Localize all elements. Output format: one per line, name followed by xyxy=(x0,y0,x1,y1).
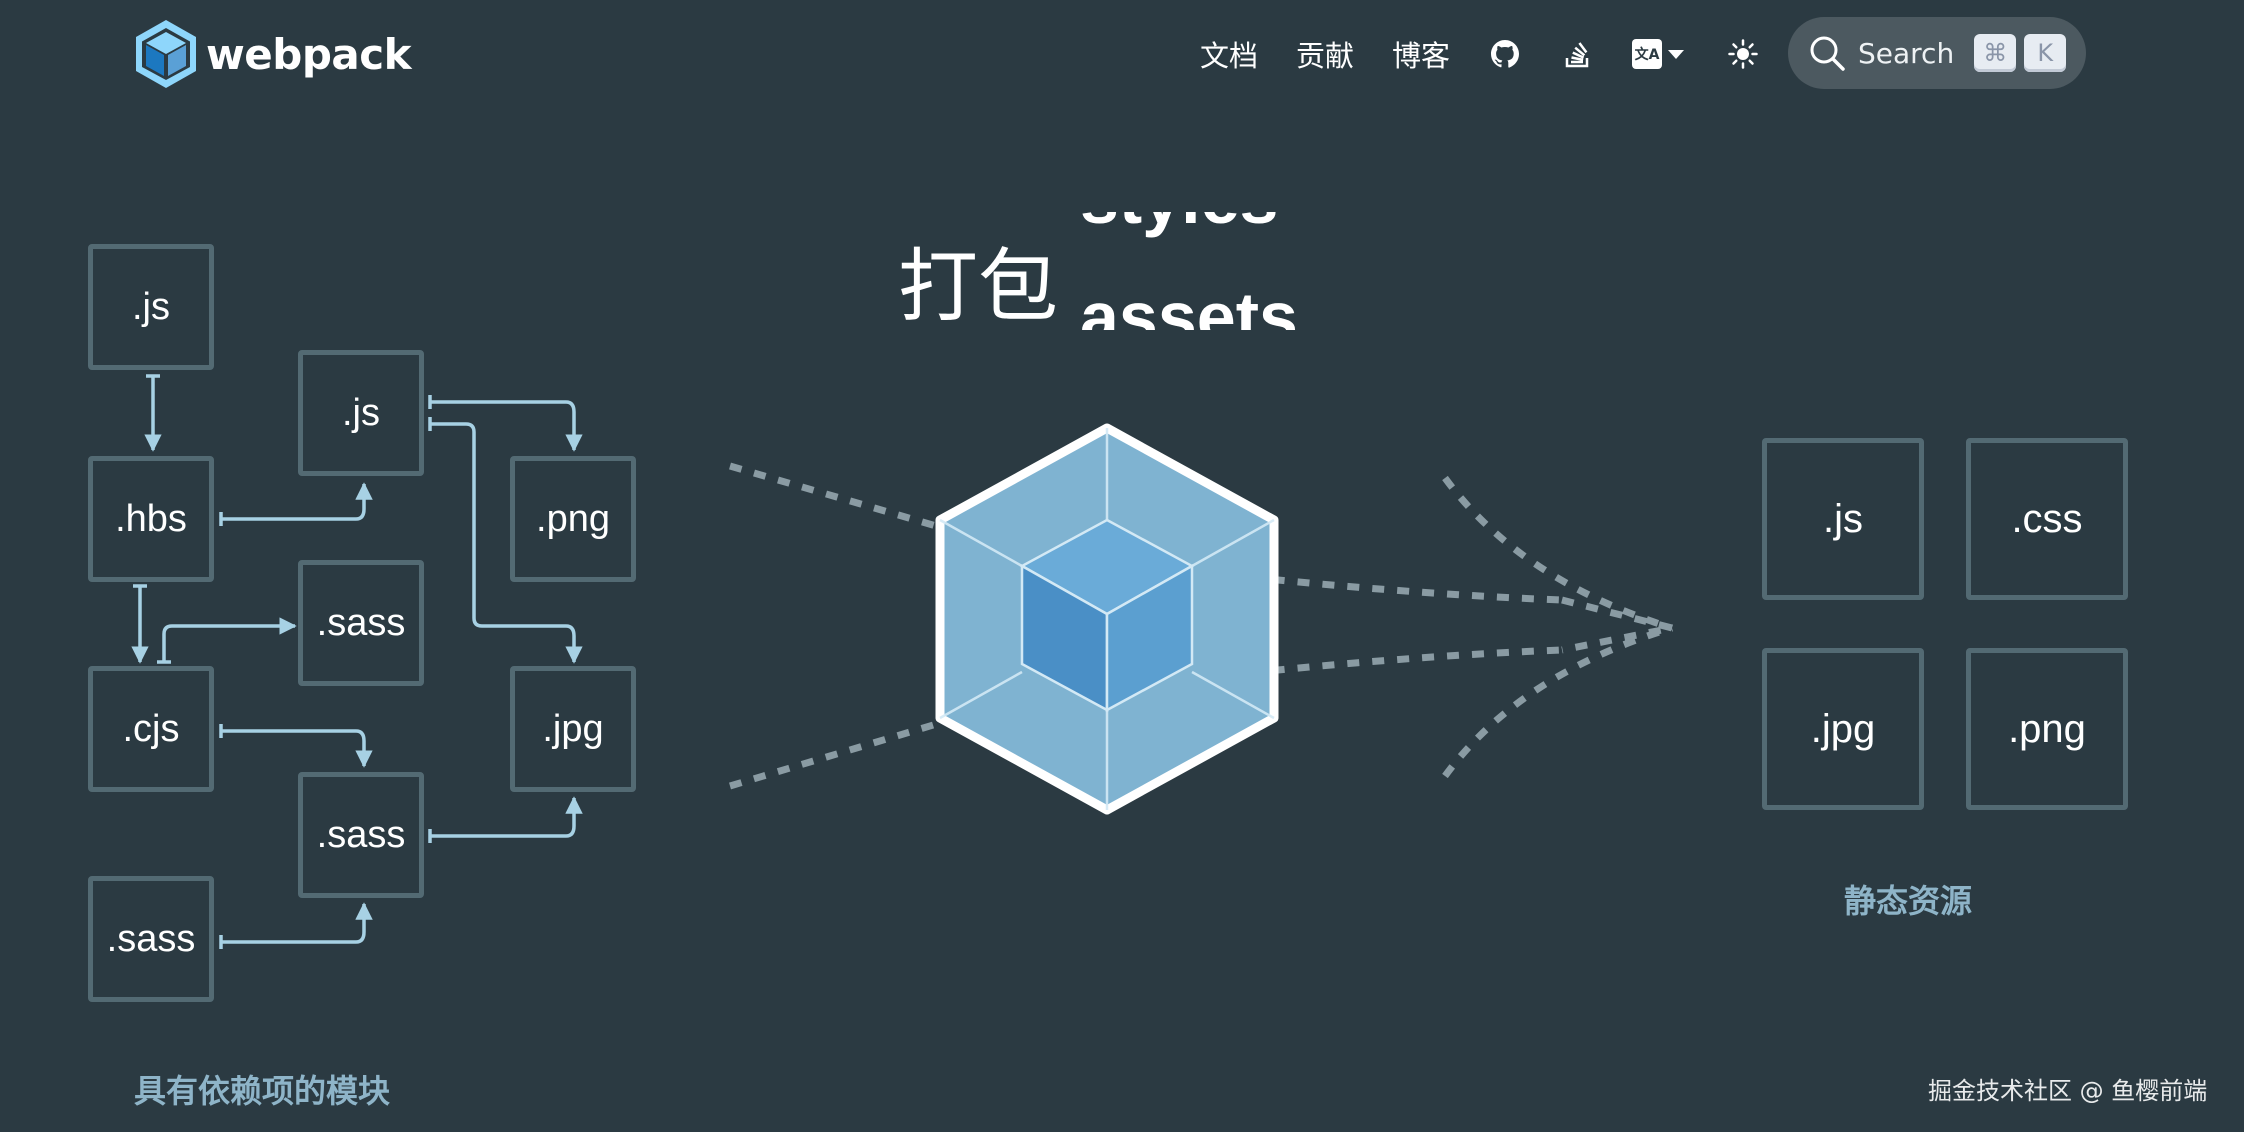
module-hbs: .hbs xyxy=(88,456,214,582)
arrow-sass-to-sass xyxy=(221,902,373,944)
nav-contribute-link[interactable]: 贡献 xyxy=(1296,39,1355,73)
asset-jpg: .jpg xyxy=(1762,648,1924,810)
search-label: Search xyxy=(1858,36,1955,70)
arrow-cjs-to-sass-2 xyxy=(221,729,373,768)
arrow-js-to-png xyxy=(430,400,583,452)
watermark: 掘金技术社区 @ 鱼樱前端 xyxy=(1928,1077,2208,1105)
github-icon xyxy=(1491,40,1520,68)
language-switcher[interactable]: 文A xyxy=(1632,39,1686,69)
arrow-hbs-to-js xyxy=(221,482,373,521)
assets-caption: 静态资源 xyxy=(1844,882,1973,920)
stackoverflow-icon xyxy=(1565,42,1589,68)
hero-rotating-words: styles assets xyxy=(1078,212,1318,330)
module-cjs: .cjs xyxy=(88,666,214,792)
webpack-logo-icon xyxy=(136,20,196,88)
arrow-js-to-jpg xyxy=(430,422,583,664)
shortcut-key-cmd: ⌘ xyxy=(1974,34,2017,72)
module-js-mid: .js xyxy=(298,350,424,476)
nav-docs-link[interactable]: 文档 xyxy=(1200,39,1259,73)
arrow-sass-to-jpg xyxy=(430,796,583,838)
modules-caption: 具有依赖项的模块 xyxy=(134,1072,391,1110)
github-link[interactable] xyxy=(1488,37,1522,71)
shortcut-key-k: K xyxy=(2024,34,2067,72)
webpack-cube-icon xyxy=(935,423,1279,815)
hero-title: 打包 xyxy=(898,240,1058,333)
arrow-cjs-to-sass xyxy=(162,617,297,662)
module-sass-upper: .sass xyxy=(298,560,424,686)
asset-png: .png xyxy=(1966,648,2128,810)
brand-name: webpack xyxy=(206,29,412,79)
asset-js: .js xyxy=(1762,438,1924,600)
asset-css: .css xyxy=(1966,438,2128,600)
dependency-arrows xyxy=(131,376,583,944)
module-js-top: .js xyxy=(88,244,214,370)
top-nav: 文档 贡献 博客 文A xyxy=(1200,28,1798,80)
arrow-tails xyxy=(133,374,432,949)
rotating-word-assets: assets xyxy=(1080,278,1298,330)
module-jpg: .jpg xyxy=(510,666,636,792)
rotating-word-styles: styles xyxy=(1080,212,1278,234)
sun-icon xyxy=(1728,39,1758,69)
module-sass-bottom: .sass xyxy=(88,876,214,1002)
search-icon xyxy=(1810,36,1845,71)
nav-blog-link[interactable]: 博客 xyxy=(1392,39,1451,73)
brand-logo[interactable]: webpack xyxy=(134,18,412,90)
chevron-down-icon xyxy=(1668,50,1685,59)
translate-icon: 文A xyxy=(1632,39,1663,69)
theme-toggle[interactable] xyxy=(1726,37,1760,71)
module-sass-lower: .sass xyxy=(298,772,424,898)
module-png: .png xyxy=(510,456,636,582)
search-button[interactable]: Search ⌘ K xyxy=(1788,17,2086,89)
stackoverflow-link[interactable] xyxy=(1560,37,1594,71)
